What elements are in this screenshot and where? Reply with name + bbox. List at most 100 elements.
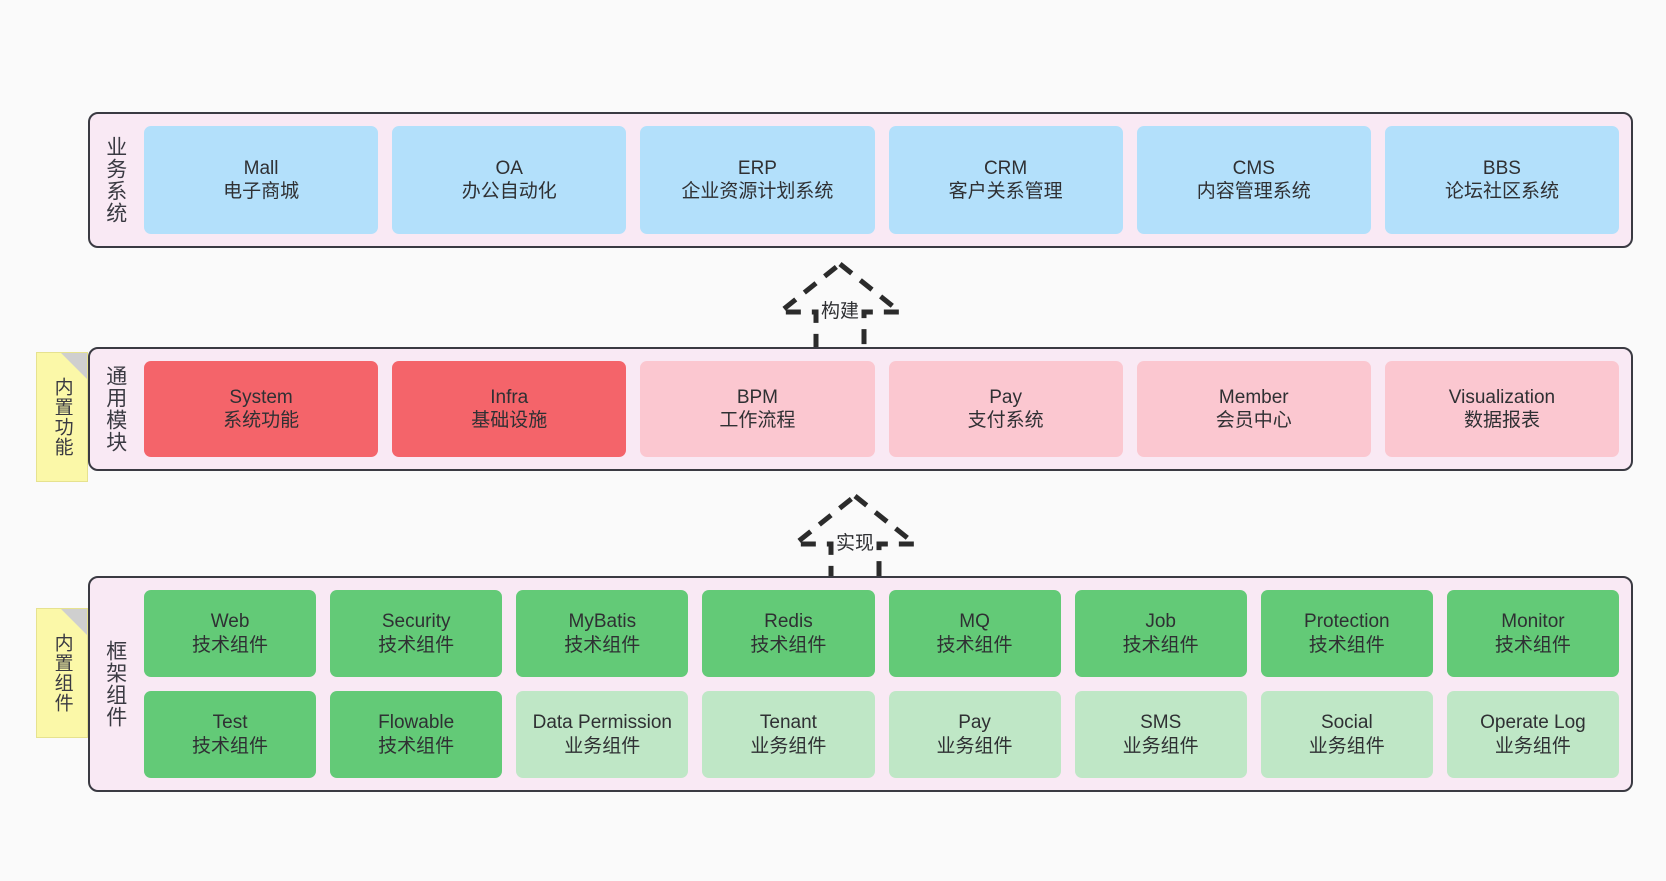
component-sms-sub: 业务组件 (1122, 735, 1199, 757)
component-monitor-name: Monitor (1501, 611, 1565, 633)
component-monitor[interactable]: Monitor 技术组件 (1446, 590, 1619, 677)
module-bbs[interactable]: BBS 论坛社区系统 (1384, 126, 1620, 234)
component-redis[interactable]: Redis 技术组件 (702, 590, 875, 677)
component-redis-name: Redis (764, 611, 813, 633)
module-mall-sub: 电子商城 (223, 181, 300, 202)
module-mall[interactable]: Mall 电子商城 (144, 126, 379, 234)
component-job-name: Job (1145, 611, 1176, 633)
component-mq-name: MQ (959, 611, 990, 633)
component-test-sub: 技术组件 (192, 735, 269, 757)
note-builtin-components: 内置组件 (36, 608, 88, 738)
note-fold-corner-icon (61, 353, 87, 379)
component-protection[interactable]: Protection 技术组件 (1260, 590, 1433, 677)
module-erp-sub: 企业资源计划系统 (681, 181, 834, 202)
module-pay-name: Pay (989, 386, 1022, 408)
module-cms-sub: 内容管理系统 (1196, 181, 1311, 202)
arrow-implement-glyph (787, 492, 923, 589)
layer-business-system-row: Mall 电子商城 OA 办公自动化 ERP 企业资源计划系统 CRM 客户关系… (144, 126, 1620, 234)
module-member[interactable]: Member 会员中心 (1136, 361, 1371, 457)
module-bpm-name: BPM (736, 386, 779, 408)
module-pay[interactable]: Pay 支付系统 (888, 361, 1123, 457)
component-operate-log-sub: 业务组件 (1494, 735, 1571, 757)
component-operate-log[interactable]: Operate Log 业务组件 (1446, 691, 1619, 778)
layer-business-system: 业务系统 Mall 电子商城 OA 办公自动化 ERP 企业资源计划系统 CRM… (88, 112, 1633, 248)
component-flowable-sub: 技术组件 (378, 735, 455, 757)
module-erp-name: ERP (737, 157, 777, 179)
module-bpm[interactable]: BPM 工作流程 (640, 361, 875, 457)
layer-framework-components: 框架组件 Web 技术组件 Security 技术组件 MyBatis 技术组件… (88, 576, 1633, 792)
module-member-sub: 会员中心 (1215, 410, 1292, 431)
component-data-permission[interactable]: Data Permission 业务组件 (516, 691, 689, 778)
component-pay[interactable]: Pay 业务组件 (888, 691, 1061, 778)
module-crm-name: CRM (983, 157, 1028, 179)
component-flowable[interactable]: Flowable 技术组件 (330, 691, 503, 778)
layer-framework-components-body: Web 技术组件 Security 技术组件 MyBatis 技术组件 Redi… (140, 578, 1631, 790)
component-mq[interactable]: MQ 技术组件 (888, 590, 1061, 677)
component-web[interactable]: Web 技术组件 (144, 590, 317, 677)
module-oa-sub: 办公自动化 (461, 181, 557, 202)
layer-common-modules-title: 通用模块 (103, 365, 127, 453)
module-oa-name: OA (495, 157, 523, 179)
component-sms-name: SMS (1140, 712, 1182, 734)
component-operate-log-name: Operate Log (1480, 712, 1586, 734)
component-web-sub: 技术组件 (192, 634, 269, 656)
module-bbs-name: BBS (1482, 157, 1521, 179)
component-job-sub: 技术组件 (1122, 634, 1199, 656)
component-social[interactable]: Social 业务组件 (1260, 691, 1433, 778)
module-infra-name: Infra (490, 386, 529, 408)
module-infra-sub: 基础设施 (471, 410, 548, 431)
module-member-name: Member (1218, 386, 1289, 408)
module-crm-sub: 客户关系管理 (948, 181, 1063, 202)
component-protection-name: Protection (1304, 611, 1390, 633)
note-builtin-components-text: 内置组件 (51, 633, 73, 713)
arrow-build: 构建 (760, 258, 920, 358)
module-system-sub: 系统功能 (223, 410, 300, 431)
component-tenant[interactable]: Tenant 业务组件 (702, 691, 875, 778)
module-oa[interactable]: OA 办公自动化 (392, 126, 627, 234)
layer-business-system-title: 业务系统 (103, 136, 127, 224)
component-sms[interactable]: SMS 业务组件 (1074, 691, 1247, 778)
component-data-permission-name: Data Permission (532, 712, 672, 734)
module-erp[interactable]: ERP 企业资源计划系统 (640, 126, 875, 234)
layer-business-system-body: Mall 电子商城 OA 办公自动化 ERP 企业资源计划系统 CRM 客户关系… (140, 114, 1631, 246)
component-pay-sub: 业务组件 (936, 735, 1013, 757)
component-social-name: Social (1320, 712, 1373, 734)
component-mybatis-sub: 技术组件 (564, 634, 641, 656)
component-flowable-name: Flowable (378, 712, 455, 734)
component-tenant-name: Tenant (759, 712, 817, 734)
layer-common-modules-body: System 系统功能 Infra 基础设施 BPM 工作流程 Pay 支付系统… (140, 349, 1631, 469)
component-web-name: Web (210, 611, 250, 633)
component-social-sub: 业务组件 (1308, 735, 1385, 757)
component-test-name: Test (212, 712, 248, 734)
layer-common-modules-row: System 系统功能 Infra 基础设施 BPM 工作流程 Pay 支付系统… (144, 361, 1620, 457)
module-pay-sub: 支付系统 (967, 410, 1044, 431)
component-monitor-sub: 技术组件 (1494, 634, 1571, 656)
note-builtin-features: 内置功能 (36, 352, 88, 482)
component-test[interactable]: Test 技术组件 (144, 691, 317, 778)
component-mybatis[interactable]: MyBatis 技术组件 (516, 590, 689, 677)
component-security-name: Security (381, 611, 451, 633)
module-cms[interactable]: CMS 内容管理系统 (1136, 126, 1371, 234)
module-visualization[interactable]: Visualization 数据报表 (1384, 361, 1620, 457)
component-redis-sub: 技术组件 (750, 634, 827, 656)
component-security-sub: 技术组件 (378, 634, 455, 656)
arrow-build-glyph (772, 260, 908, 357)
module-cms-name: CMS (1232, 157, 1275, 179)
module-visualization-sub: 数据报表 (1463, 410, 1540, 431)
module-bbs-sub: 论坛社区系统 (1444, 181, 1559, 202)
layer-framework-components-title: 框架组件 (103, 640, 127, 728)
component-data-permission-sub: 业务组件 (564, 735, 641, 757)
arrow-implement: 实现 (775, 490, 935, 590)
note-builtin-features-text: 内置功能 (51, 377, 73, 457)
component-pay-name: Pay (958, 712, 991, 734)
module-infra[interactable]: Infra 基础设施 (392, 361, 627, 457)
component-security[interactable]: Security 技术组件 (330, 590, 503, 677)
note-fold-corner-icon (61, 609, 87, 635)
module-visualization-name: Visualization (1448, 386, 1556, 408)
component-mybatis-name: MyBatis (568, 611, 637, 633)
module-crm[interactable]: CRM 客户关系管理 (888, 126, 1123, 234)
component-job[interactable]: Job 技术组件 (1074, 590, 1247, 677)
module-system[interactable]: System 系统功能 (144, 361, 379, 457)
component-mq-sub: 技术组件 (936, 634, 1013, 656)
